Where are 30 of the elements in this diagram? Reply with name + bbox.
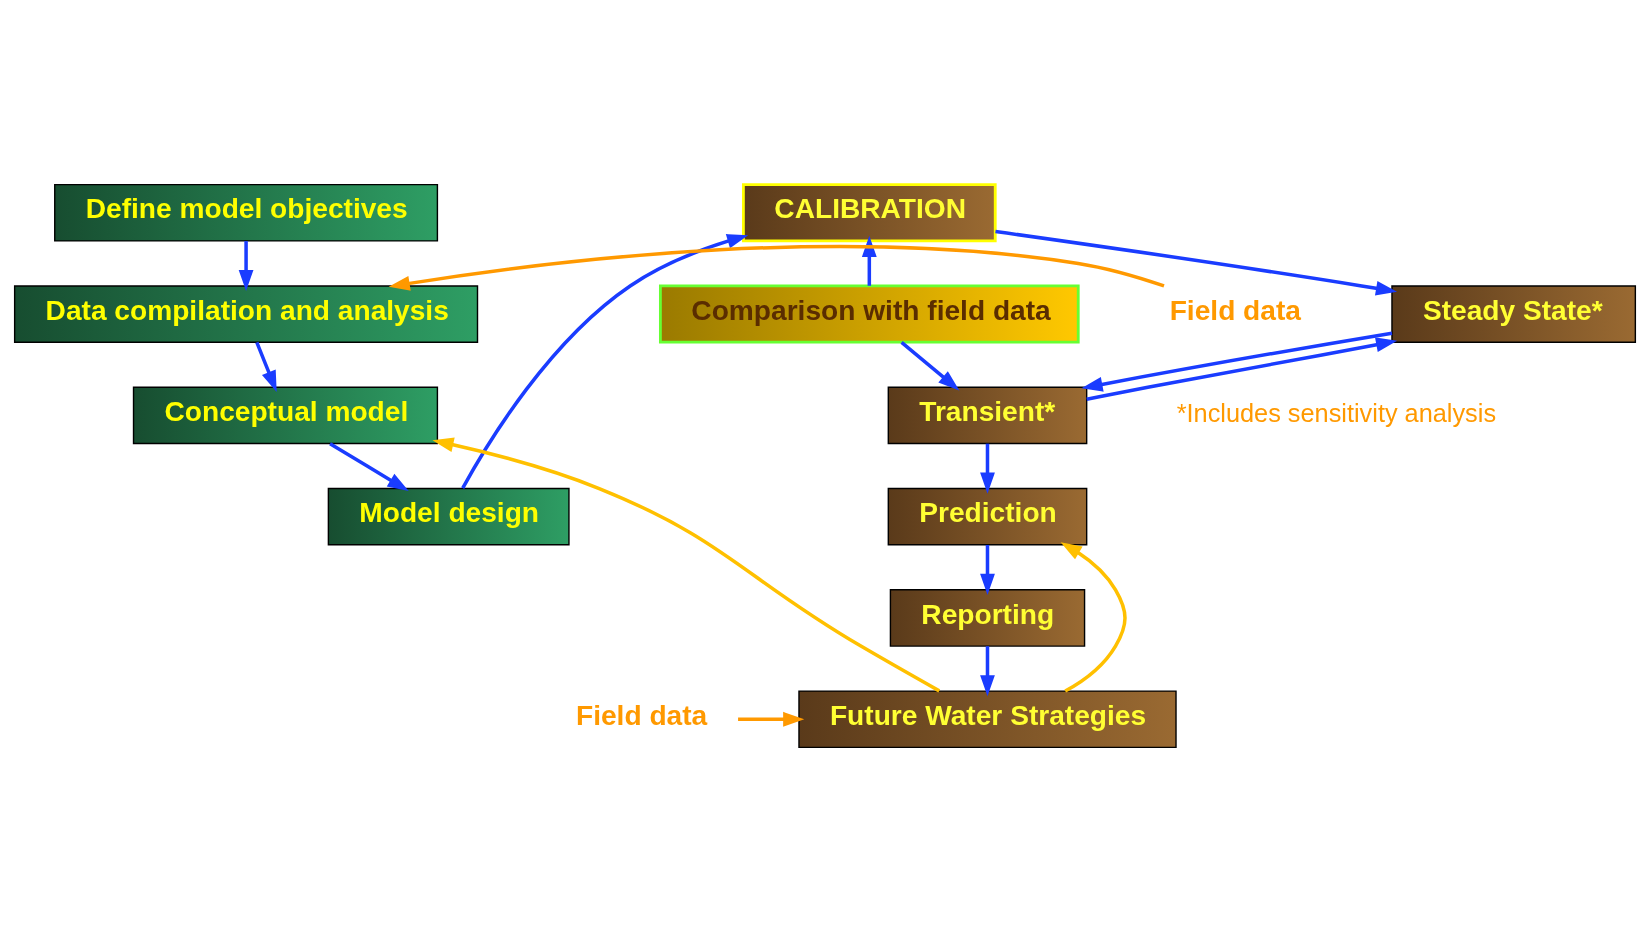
arrow	[738, 711, 805, 727]
node-text: Field data	[575, 699, 708, 731]
arrow	[255, 341, 277, 392]
arrow	[980, 443, 995, 494]
label: *Includes sensitivity analysis	[1176, 398, 1497, 427]
node-box: Reporting	[889, 588, 1086, 647]
node-text: Field data	[1169, 294, 1301, 326]
node-box: Transient*	[887, 386, 1088, 444]
arrow	[980, 544, 995, 595]
node-box: Prediction	[887, 487, 1088, 545]
arrow	[900, 340, 960, 390]
node-box: Conceptual model	[132, 386, 439, 444]
arrow	[995, 229, 1398, 296]
arrow	[238, 240, 254, 291]
node-box: CALIBRATION	[742, 182, 997, 242]
arrow	[861, 235, 877, 286]
arrow	[980, 645, 995, 696]
node-box: Comparison with field data	[659, 284, 1080, 344]
arrow	[432, 437, 941, 692]
node-box: Steady State*	[1391, 284, 1637, 343]
arrow	[1086, 336, 1398, 401]
node-box: Model design	[327, 487, 570, 545]
arrow	[329, 441, 409, 491]
arrow	[388, 244, 1165, 291]
node-box: Data compilation and analysis	[13, 284, 479, 343]
arrow	[1060, 541, 1127, 693]
node-box: Future Water Strategies	[798, 689, 1177, 748]
arrow	[1081, 330, 1393, 392]
arrow	[461, 233, 749, 489]
node-box: Define model objectives	[54, 183, 439, 242]
